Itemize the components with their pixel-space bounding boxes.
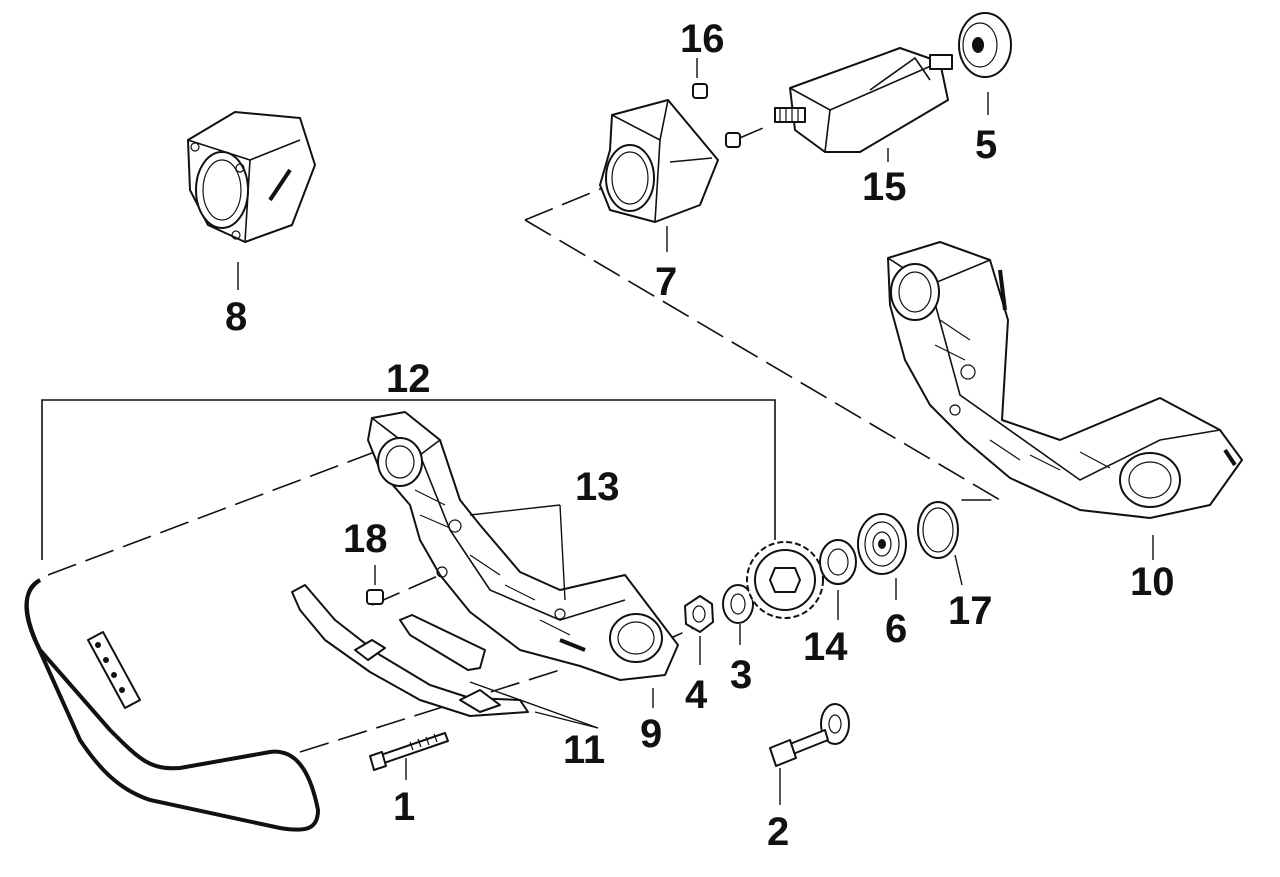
tensioner-body-part-15 (774, 47, 953, 153)
label-17: 17 (948, 589, 993, 633)
bolt-washer-part-2 (769, 703, 850, 767)
seal-part-5 (958, 12, 1012, 78)
label-4: 4 (685, 673, 708, 717)
label-13: 13 (575, 465, 620, 509)
bushing-part-14 (819, 539, 857, 585)
group-bracket-12 (41, 399, 776, 560)
label-9: 9 (640, 712, 662, 756)
chain-housing-part-10 (887, 241, 1243, 519)
label-18: 18 (343, 517, 388, 561)
part-number-labels: 16 5 15 7 8 12 13 18 10 17 6 14 3 4 9 11… (225, 17, 1175, 854)
leader-lines (237, 58, 1154, 805)
bearing-part-6 (857, 513, 907, 575)
washer-part-3 (722, 584, 754, 624)
housing-part-8 (187, 111, 316, 243)
chain-housing-part-9 (367, 411, 679, 681)
label-15: 15 (862, 165, 907, 209)
drive-chain (24, 578, 321, 832)
label-3: 3 (730, 653, 752, 697)
label-11: 11 (563, 728, 605, 772)
label-2: 2 (767, 810, 789, 854)
sprocket (746, 541, 824, 619)
long-bolt-part-1 (369, 732, 449, 771)
label-8: 8 (225, 295, 247, 339)
label-1: 1 (393, 785, 415, 829)
label-16: 16 (680, 17, 725, 61)
pin-part-16 (692, 83, 741, 148)
label-7: 7 (655, 260, 677, 304)
label-6: 6 (885, 607, 907, 651)
label-14: 14 (803, 625, 848, 669)
label-12: 12 (386, 357, 431, 401)
circlip-part-17 (917, 501, 959, 559)
label-5: 5 (975, 123, 997, 167)
assembly-axis-lines (47, 124, 1003, 753)
guide-rail-part-11 (291, 584, 529, 717)
label-10: 10 (1130, 560, 1175, 604)
housing-part-7 (599, 99, 719, 223)
pin-part-18 (366, 589, 384, 605)
nut-part-4 (684, 595, 714, 633)
